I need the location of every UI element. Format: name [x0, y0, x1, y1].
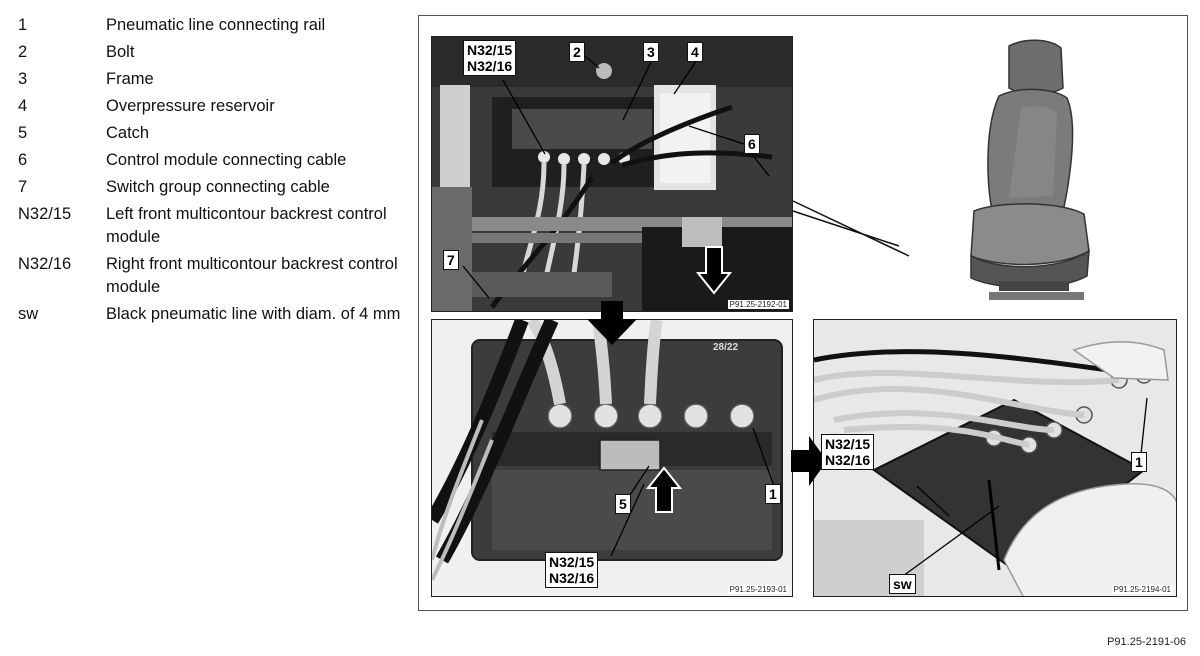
- legend-key: 3: [18, 70, 28, 88]
- legend-item: N32/16 Right front multicontour backrest…: [18, 253, 408, 299]
- callout-n32-16: N32/16: [467, 58, 513, 74]
- callout-1: 1: [765, 484, 781, 504]
- callout-sw: sw: [889, 574, 916, 594]
- legend-item: 5 Catch: [18, 122, 408, 145]
- legend-item: 7 Switch group connecting cable: [18, 176, 408, 199]
- seat-illustration: [799, 36, 1177, 312]
- legend-item: N32/15 Left front multicontour backrest …: [18, 203, 408, 249]
- callout-control-modules-bottom: N32/15 N32/16: [545, 552, 599, 588]
- callout-5: 5: [615, 494, 631, 514]
- callout-3: 3: [643, 42, 659, 62]
- callout-n32-16: N32/16: [825, 452, 871, 468]
- callout-6: 6: [744, 134, 760, 154]
- legend-item: 4 Overpressure reservoir: [18, 95, 408, 118]
- legend-key: N32/16: [18, 255, 72, 273]
- legend-text: Catch: [106, 124, 150, 142]
- legend-key: 1: [18, 16, 28, 34]
- legend-key: 6: [18, 151, 28, 169]
- callout-4: 4: [687, 42, 703, 62]
- legend-text: Pneumatic line connecting rail: [106, 16, 326, 34]
- legend-text: Overpressure reservoir: [106, 97, 275, 115]
- callout-n32-15: N32/15: [549, 554, 595, 570]
- legend-key: 2: [18, 43, 28, 61]
- photo-control-module: P91.25-2193-01: [431, 319, 793, 597]
- callout-7: 7: [443, 250, 459, 270]
- callout-n32-15: N32/15: [825, 436, 871, 452]
- legend-key: N32/15: [18, 205, 72, 223]
- legend: 1 Pneumatic line connecting rail 2 Bolt …: [18, 14, 408, 330]
- legend-key: 4: [18, 97, 28, 115]
- photo-code: P91.25-2194-01: [1111, 585, 1173, 594]
- callout-1-right: 1: [1131, 452, 1147, 472]
- legend-text: Control module connecting cable: [106, 151, 347, 169]
- legend-key: 5: [18, 124, 28, 142]
- legend-item: 1 Pneumatic line connecting rail: [18, 14, 408, 37]
- arrow-right-icon: [791, 436, 827, 486]
- legend-key: sw: [18, 305, 39, 323]
- callout-control-modules-right: N32/15 N32/16: [821, 434, 875, 470]
- legend-item: 3 Frame: [18, 68, 408, 91]
- callout-control-modules: N32/15 N32/16: [463, 40, 517, 76]
- photo-code: P91.25-2193-01: [727, 585, 789, 594]
- legend-key: 7: [18, 178, 28, 196]
- callout-n32-15: N32/15: [467, 42, 513, 58]
- figure-frame: P91.25-2192-01: [418, 15, 1188, 611]
- legend-item: 2 Bolt: [18, 41, 408, 64]
- legend-text: Black pneumatic line with diam. of 4 mm: [106, 305, 401, 323]
- module-marking: 28/22: [713, 342, 739, 353]
- arrow-down-icon: [587, 301, 637, 345]
- legend-text: Bolt: [106, 43, 135, 61]
- photo-code: P91.25-2192-01: [727, 300, 789, 309]
- backrest-interior-illustration: [432, 37, 792, 311]
- figure-code: P91.25-2191-06: [1107, 636, 1186, 648]
- legend-item: sw Black pneumatic line with diam. of 4 …: [18, 303, 408, 326]
- callout-2: 2: [569, 42, 585, 62]
- callout-n32-16: N32/16: [549, 570, 595, 586]
- legend-text: Left front multicontour backrest control…: [106, 205, 387, 246]
- legend-text: Switch group connecting cable: [106, 178, 330, 196]
- legend-text: Right front multicontour backrest contro…: [106, 255, 398, 296]
- legend-item: 6 Control module connecting cable: [18, 149, 408, 172]
- photo-seat: [799, 36, 1177, 312]
- photo-backrest-interior: P91.25-2192-01: [431, 36, 793, 312]
- control-module-illustration: [432, 320, 792, 596]
- legend-text: Frame: [106, 70, 154, 88]
